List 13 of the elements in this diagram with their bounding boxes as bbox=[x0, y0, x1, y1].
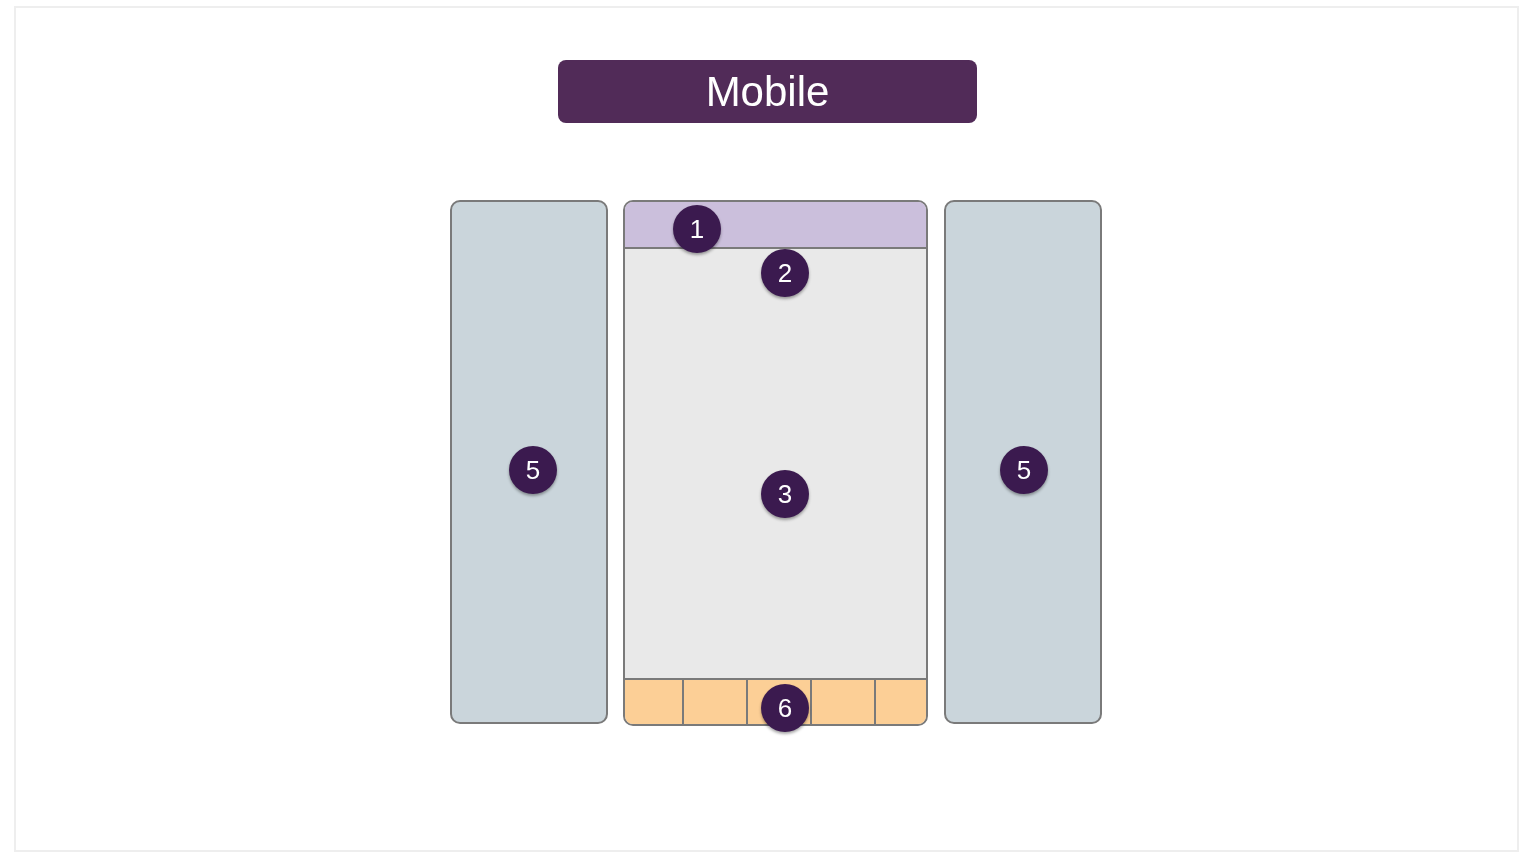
callout-number: 3 bbox=[761, 470, 809, 518]
nav-tab bbox=[625, 680, 684, 724]
callout-number: 5 bbox=[509, 446, 557, 494]
nav-tab bbox=[812, 680, 876, 724]
callout-number: 2 bbox=[761, 249, 809, 297]
nav-tab bbox=[876, 680, 926, 724]
title-banner: Mobile bbox=[558, 60, 977, 123]
side-panel bbox=[450, 200, 608, 724]
side-panel bbox=[944, 200, 1102, 724]
callout-number: 1 bbox=[673, 205, 721, 253]
callout-number: 5 bbox=[1000, 446, 1048, 494]
callout-number: 6 bbox=[761, 684, 809, 732]
nav-tab bbox=[684, 680, 748, 724]
